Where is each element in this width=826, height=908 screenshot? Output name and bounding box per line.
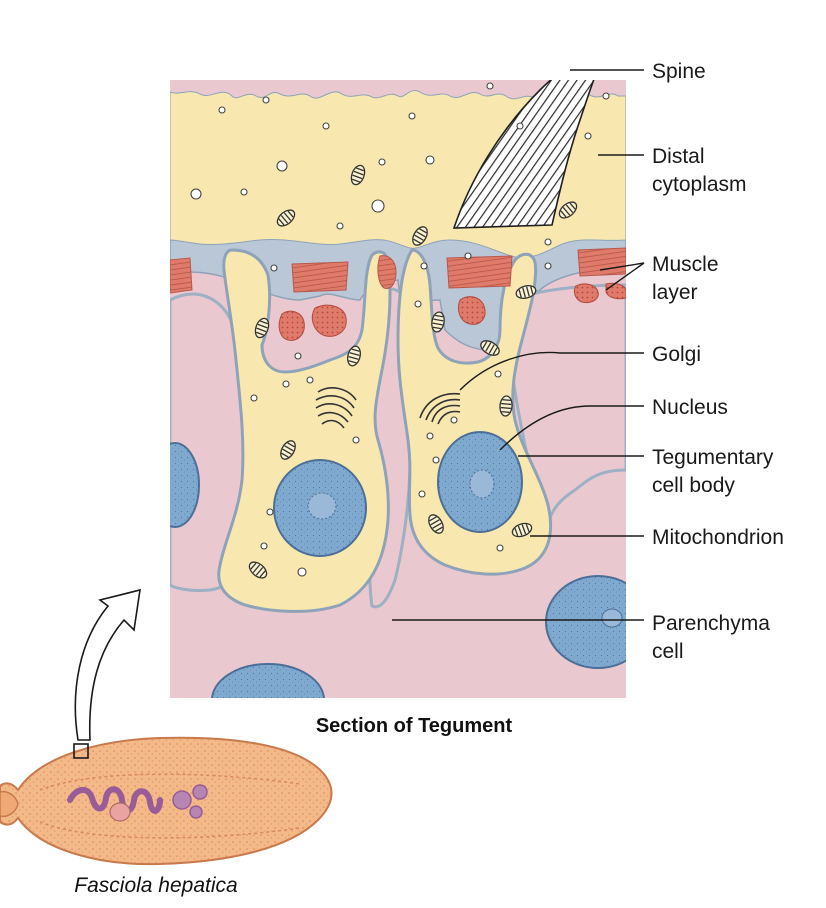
label-tegumentary-cell-body-2: cell body	[652, 474, 735, 497]
fluke-ovary	[192, 784, 208, 800]
label-parenchyma-cell-1: Parenchyma	[652, 612, 770, 635]
fluke-body	[0, 736, 333, 866]
fluke-ovary	[172, 790, 192, 810]
muscle-block	[170, 257, 193, 294]
leader-lines	[392, 69, 645, 621]
zoom-arrow-icon	[74, 588, 141, 741]
muscle-block	[577, 247, 626, 277]
label-spine: Spine	[652, 60, 706, 83]
fluke-ventral-sucker	[109, 802, 131, 822]
golgi-right	[419, 392, 461, 425]
fasciola-hepatica-illustration	[0, 736, 333, 866]
muscle-block	[311, 304, 347, 337]
label-muscle-layer-1: Muscle	[652, 253, 719, 276]
fluke-ovary	[189, 805, 203, 819]
label-distal-cytoplasm-1: Distal	[652, 145, 705, 168]
label-tegumentary-cell-body-1: Tegumentary	[652, 446, 774, 469]
vesicles	[190, 82, 610, 577]
label-mitochondrion: Mitochondrion	[652, 526, 784, 549]
parenchyma-nucleus	[170, 442, 200, 528]
label-distal-cytoplasm-2: cytoplasm	[652, 173, 747, 196]
muscle-block	[377, 255, 397, 289]
fluke-intestine	[39, 773, 301, 839]
muscle-block	[278, 310, 305, 341]
parenchyma-nucleus	[601, 608, 623, 628]
nucleus-left	[273, 459, 367, 557]
muscle-block	[605, 282, 626, 300]
label-nucleus: Nucleus	[652, 396, 728, 419]
parenchyma-nucleus	[545, 575, 626, 669]
section-title: Section of Tegument	[316, 715, 513, 737]
callout-labels: Spine Distal cytoplasm Muscle layer Golg…	[652, 60, 784, 663]
fluke-oral-sucker	[0, 790, 19, 818]
golgi-left	[315, 387, 357, 429]
muscle-block	[457, 296, 486, 325]
muscle-block	[446, 255, 513, 289]
muscle-block	[573, 283, 599, 303]
label-golgi: Golgi	[652, 343, 701, 366]
tegument-section	[170, 80, 626, 698]
mitochondria	[248, 164, 578, 579]
fluke-reproductive-organs	[67, 786, 163, 814]
spine	[452, 80, 595, 229]
label-parenchyma-cell-2: cell	[652, 640, 684, 663]
parenchyma-nucleus	[211, 663, 325, 698]
muscle-block	[291, 261, 349, 293]
zoom-source-box	[73, 743, 89, 759]
organism-name: Fasciola hepatica	[74, 874, 237, 897]
label-muscle-layer-2: layer	[652, 281, 698, 304]
nucleus-right	[437, 431, 523, 533]
